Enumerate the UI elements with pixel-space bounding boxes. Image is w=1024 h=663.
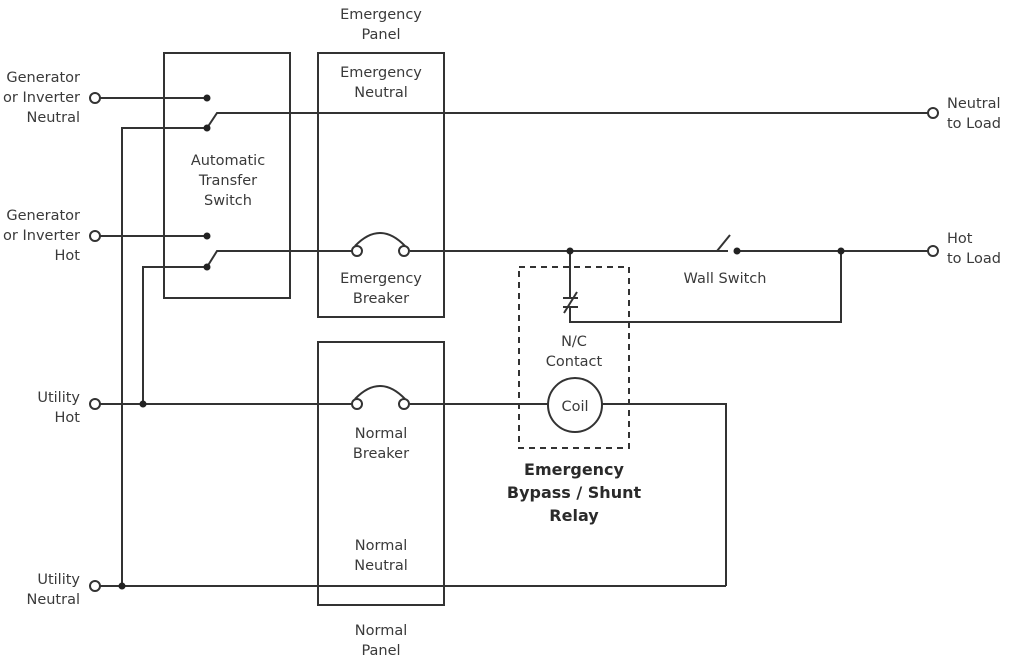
svg-text:Emergency: Emergency [340,65,422,81]
gen-hot-label: Generator or Inverter Hot [3,208,80,264]
svg-text:Transfer: Transfer [198,173,257,189]
svg-text:Contact: Contact [546,354,603,370]
gen-neutral-label: Generator or Inverter Neutral [3,70,80,126]
relay-dashed-box [518,266,630,449]
utility-neutral-junction [118,582,126,590]
svg-text:Utility: Utility [37,390,80,406]
svg-text:Automatic: Automatic [191,153,265,169]
ats-box [163,52,291,299]
svg-text:Neutral: Neutral [947,96,1001,112]
svg-text:to Load: to Load [947,251,1001,267]
utility-hot-to-ats-wire [142,266,207,404]
wall-switch-contact [733,247,741,255]
utility-neutral-to-ats-wire [121,127,207,586]
svg-text:Breaker: Breaker [353,446,409,462]
emergency-breaker-terminal-right [398,245,410,257]
hot-to-load-terminal [927,245,939,257]
neutral-to-load-label: Neutral to Load [947,96,1001,132]
ats-neutral-blade-and-neutral-load-wire [206,112,933,129]
svg-text:or Inverter: or Inverter [3,90,80,106]
bypass-junction-right [837,247,845,255]
wall-switch-blade [716,234,731,252]
coil-label: Coil [561,399,588,415]
svg-text:Breaker: Breaker [353,291,409,307]
svg-text:or Inverter: or Inverter [3,228,80,244]
emergency-breaker-terminal-left [351,245,363,257]
normal-panel-title: Normal Panel [355,623,407,659]
utility-neutral-label: Utility Neutral [26,572,80,608]
svg-text:Generator: Generator [6,70,80,86]
svg-text:to Load: to Load [947,116,1001,132]
emergency-panel-box [317,52,445,318]
svg-text:Utility: Utility [37,572,80,588]
emergency-breaker-arc [354,232,406,247]
normal-breaker-terminal-left [351,398,363,410]
svg-text:Switch: Switch [204,193,252,209]
relay-coil [547,377,603,433]
ats-hot-blade [206,250,353,268]
emergency-breaker-label: Emergency Breaker [340,271,422,307]
svg-text:Hot: Hot [55,410,81,426]
normal-breaker-arc [354,385,406,400]
svg-text:Emergency: Emergency [340,7,422,23]
normal-breaker-terminal-right [398,398,410,410]
svg-text:Relay: Relay [549,506,599,525]
svg-text:Neutral: Neutral [354,558,408,574]
coil-return-wire [602,403,727,586]
hot-to-load-label: Hot to Load [947,231,1001,267]
gen-neutral-terminal [89,92,101,104]
svg-text:Neutral: Neutral [354,85,408,101]
ats-hot-utility-contact [203,263,211,271]
utility-hot-terminal [89,398,101,410]
ats-neutral-utility-contact [203,124,211,132]
ats-hot-gen-contact [203,232,211,240]
svg-text:Neutral: Neutral [26,592,80,608]
utility-hot-junction [139,400,147,408]
svg-text:Bypass / Shunt: Bypass / Shunt [507,483,642,502]
svg-text:N/C: N/C [561,334,587,350]
nc-contact-slash [563,291,578,314]
wall-switch-label: Wall Switch [684,271,767,287]
normal-neutral-label: Normal Neutral [354,538,408,574]
bypass-junction-left [566,247,574,255]
svg-text:Hot: Hot [947,231,973,247]
utility-hot-label: Utility Hot [37,390,80,426]
svg-text:Normal: Normal [355,538,407,554]
bypass-wire-lower [569,251,842,323]
normal-panel-box [317,341,445,606]
normal-breaker-label: Normal Breaker [353,426,409,462]
svg-text:Normal: Normal [355,623,407,639]
nc-contact-label: N/C Contact [546,334,603,370]
svg-text:Generator: Generator [6,208,80,224]
svg-text:Normal: Normal [355,426,407,442]
svg-text:Neutral: Neutral [26,110,80,126]
ats-neutral-gen-contact [203,94,211,102]
svg-text:Emergency: Emergency [524,460,625,479]
gen-hot-terminal [89,230,101,242]
relay-title: Emergency Bypass / Shunt Relay [507,460,642,525]
svg-text:Panel: Panel [361,27,400,43]
svg-text:Hot: Hot [55,248,81,264]
emergency-neutral-label: Emergency Neutral [340,65,422,101]
svg-text:Panel: Panel [361,643,400,659]
svg-text:Emergency: Emergency [340,271,422,287]
emergency-panel-title: Emergency Panel [340,7,422,43]
neutral-to-load-terminal [927,107,939,119]
utility-neutral-terminal [89,580,101,592]
ats-label: Automatic Transfer Switch [191,153,265,209]
